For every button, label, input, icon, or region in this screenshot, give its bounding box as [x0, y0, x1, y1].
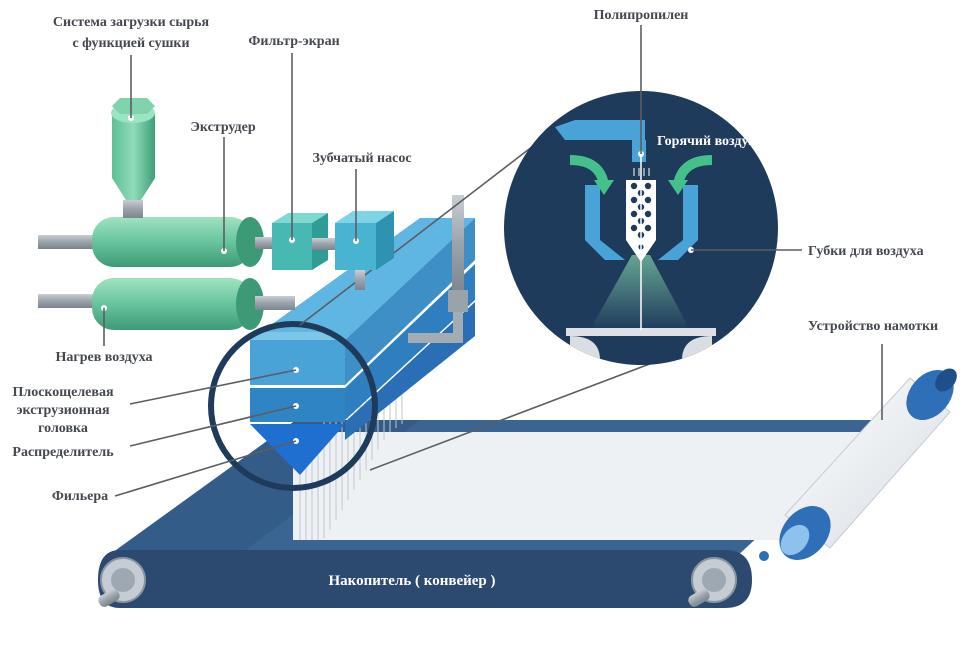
label-gear-pump: Зубчатый насос: [312, 151, 411, 166]
label-spinneret: Фильера: [52, 489, 108, 504]
filter-screen: [272, 213, 338, 270]
labels: Система загрузки сырья с функцией сушки …: [12, 8, 938, 504]
label-die-3: головка: [38, 421, 88, 436]
label-die-1: Плоскощелевая: [12, 385, 114, 400]
label-dryer-1: Система загрузки сырья: [53, 15, 210, 30]
hopper-icon: [111, 98, 155, 218]
air-lip-right: [658, 185, 698, 260]
extruder-bottom: [38, 278, 295, 330]
conveyor-belt-front: [98, 550, 752, 608]
label-filter: Фильтр-экран: [248, 34, 339, 49]
label-air-lips: Губки для воздуха: [808, 244, 924, 259]
zoom-circle: [208, 321, 378, 491]
label-die-2: экструзионная: [16, 403, 109, 418]
label-air-heating: Нагрев воздуха: [55, 350, 152, 365]
die-head-front: [250, 340, 345, 385]
nozzle-detail: [504, 91, 778, 365]
extruder-top: [38, 217, 277, 267]
nonwoven-web: [293, 432, 878, 540]
label-polypropylene: Полипропилен: [594, 8, 689, 23]
label-winder: Устройство намотки: [808, 319, 938, 334]
roller-left: [98, 557, 146, 607]
label-distributor: Распределитель: [12, 445, 114, 460]
conveyor: Накопитель ( конвейер ): [98, 420, 884, 608]
spinneret-front: [250, 424, 345, 475]
label-dryer-2: с функцией сушки: [72, 36, 189, 51]
label-hot-air: Горячий воздух: [657, 134, 756, 149]
label-extruder: Экструдер: [190, 120, 255, 135]
air-lip-left: [585, 185, 625, 260]
winder: [759, 368, 957, 561]
roller-right: [688, 557, 737, 607]
conveyor-label: Накопитель ( конвейер ): [329, 573, 496, 589]
leader-lines: [103, 25, 883, 497]
